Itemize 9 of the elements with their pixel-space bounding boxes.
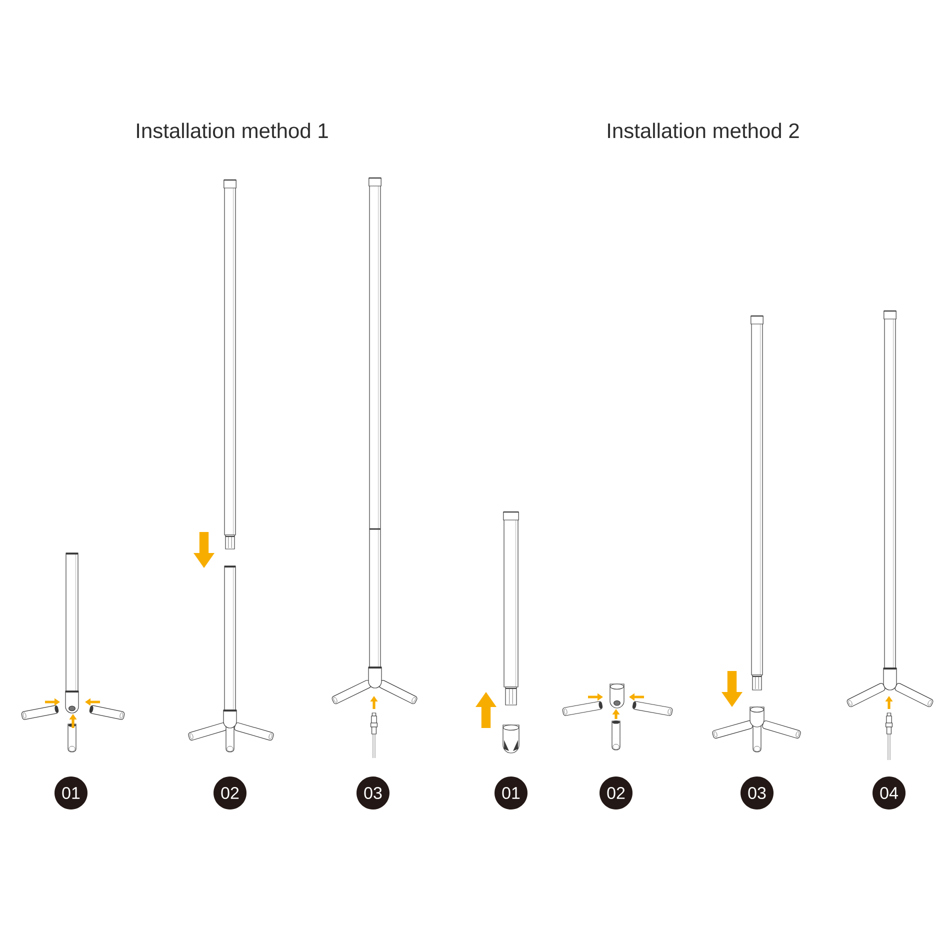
step-number: 04 xyxy=(872,776,906,810)
section-heading: Installation method 1 xyxy=(137,122,328,138)
step-number: 02 xyxy=(600,776,632,810)
section-heading: Installation method 2 xyxy=(608,122,799,138)
step-number: 02 xyxy=(214,776,246,810)
step-number: 01 xyxy=(54,776,88,810)
step-number: 03 xyxy=(740,776,774,810)
step-number: 01 xyxy=(494,776,528,810)
step-number: 03 xyxy=(356,776,390,810)
